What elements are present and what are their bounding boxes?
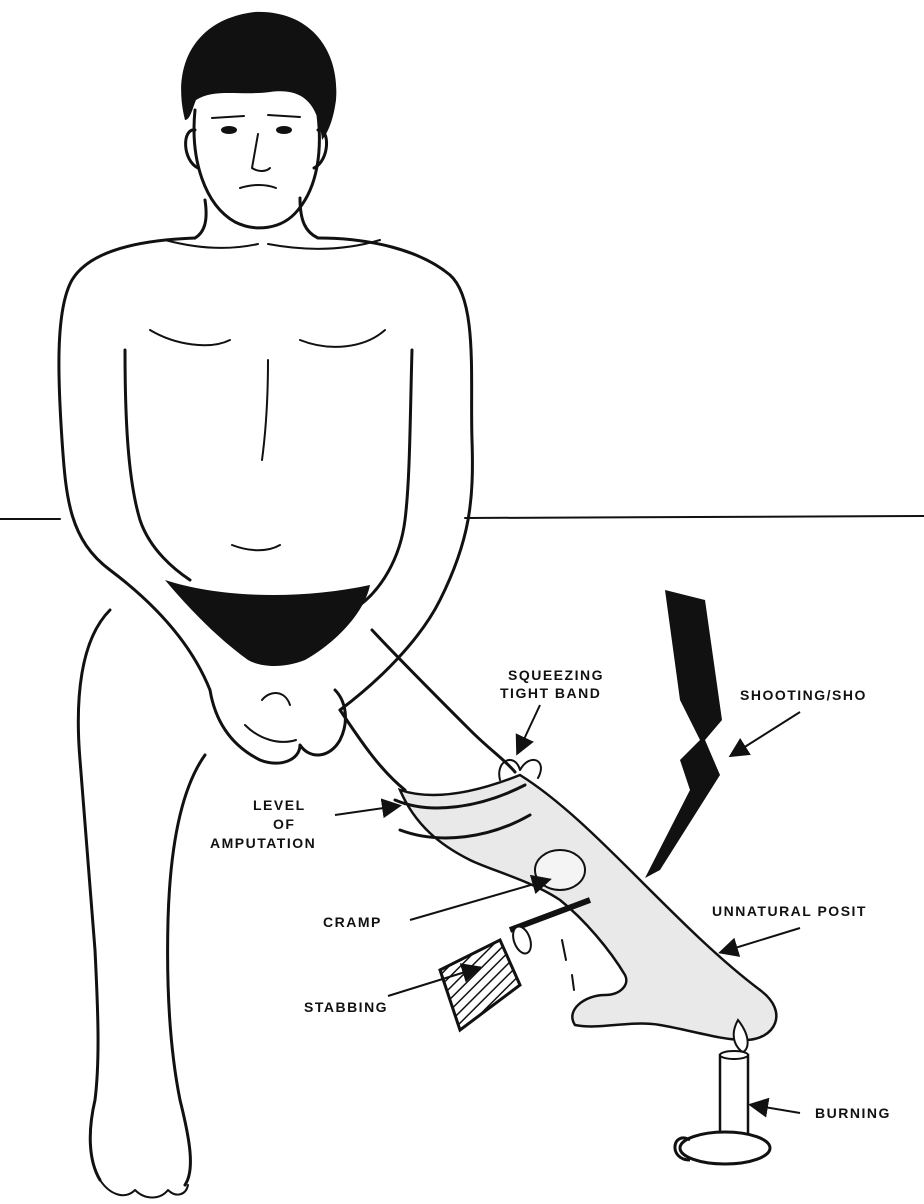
label-burning-text: BURNING — [815, 1105, 891, 1121]
label-level-of-amputation: LEVEL OF AMPUTATION — [210, 797, 398, 851]
label-cramp-text: CRAMP — [323, 914, 382, 930]
label-level-line3: AMPUTATION — [210, 835, 316, 851]
hair — [181, 12, 336, 140]
hands — [210, 690, 345, 763]
label-squeezing: SQUEEZING TIGHT BAND — [500, 667, 604, 752]
seated-man-figure — [59, 12, 515, 1198]
label-unnatural-position: UNNATURAL POSIT — [712, 903, 867, 952]
label-shooting-text: SHOOTING/SHO — [740, 687, 867, 703]
stabbing-knife-icon — [440, 900, 590, 1030]
label-level-line1: LEVEL — [253, 797, 306, 813]
label-level-line2: OF — [273, 816, 295, 832]
label-squeezing-line1: SQUEEZING — [508, 667, 604, 683]
label-squeezing-line2: TIGHT BAND — [500, 685, 601, 701]
torso-outline — [59, 238, 210, 690]
label-burning: BURNING — [752, 1105, 891, 1121]
intact-leg — [78, 610, 110, 1180]
lightning-bolt-icon — [645, 590, 722, 878]
burning-candle-icon — [675, 1020, 770, 1164]
cramp-knot — [535, 850, 585, 890]
label-stabbing-text: STABBING — [304, 999, 388, 1015]
briefs — [165, 580, 370, 666]
phantom-limb — [395, 760, 776, 1164]
label-cramp: CRAMP — [323, 880, 548, 930]
label-shooting: SHOOTING/SHO — [732, 687, 867, 755]
label-unnatural-text: UNNATURAL POSIT — [712, 903, 867, 919]
